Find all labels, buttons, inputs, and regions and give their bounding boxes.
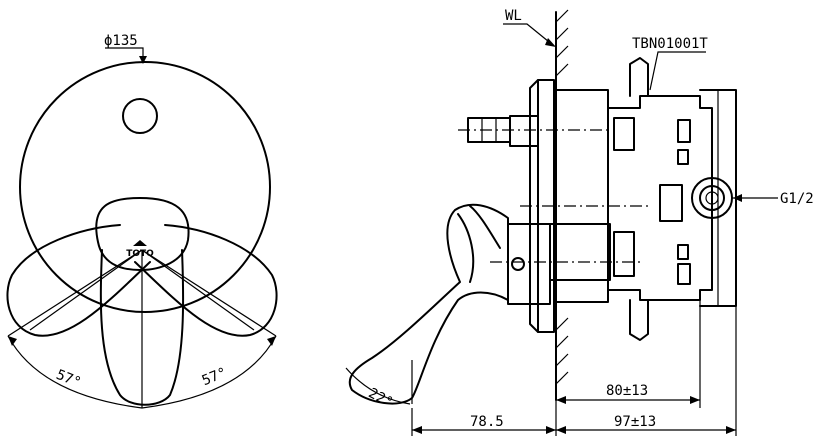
body-flange <box>555 89 609 303</box>
angle-line-left <box>7 249 143 337</box>
valve-body-inner <box>613 117 635 277</box>
dim-total-label: 97±13 <box>614 414 656 430</box>
handle <box>348 203 509 405</box>
diameter-leader <box>105 47 144 62</box>
handle-angle-label: 22° <box>366 385 396 411</box>
part-label: TBN01001T <box>632 36 708 52</box>
angle-right-label: 57° <box>200 365 229 389</box>
angle-arc <box>7 335 277 409</box>
front-view: TOTO 57° 57° ϕ135 <box>6 33 278 409</box>
top-boss <box>629 57 649 97</box>
lever-left <box>6 224 151 337</box>
set-screw <box>511 257 525 271</box>
logo-text: TOTO <box>126 249 154 259</box>
valve-body <box>607 95 713 301</box>
wl-arrow <box>545 38 556 47</box>
arc-arrow-right <box>267 336 276 346</box>
spindle-inner <box>509 115 539 147</box>
diameter-arrow <box>139 56 147 64</box>
thread-label: G1/2 <box>780 191 814 207</box>
wall-hatch <box>555 9 569 385</box>
handle-angle-arc <box>345 367 411 405</box>
angle-line-left-b <box>29 249 143 331</box>
bottom-boss <box>629 299 649 341</box>
angle-line-right-b <box>141 249 255 331</box>
dim-depth-label: 80±13 <box>606 383 648 399</box>
angle-line-right <box>141 249 277 337</box>
diameter-label: ϕ135 <box>104 33 138 49</box>
logo-mark <box>133 240 147 246</box>
wl-leader <box>503 23 555 47</box>
lever-down <box>99 249 185 406</box>
wall-label: WL <box>505 8 522 24</box>
plate-hole <box>122 98 158 134</box>
dim-handle-label: 78.5 <box>470 414 504 430</box>
thread-arrow <box>733 194 742 202</box>
escutcheon-plate <box>19 61 271 313</box>
part-leader <box>649 51 706 91</box>
lever-head <box>95 197 190 271</box>
outlet-inner <box>699 185 725 211</box>
arc-arrow-left <box>8 336 17 346</box>
side-view: WL <box>345 8 814 436</box>
angle-left-label: 57° <box>54 367 83 391</box>
lever-right <box>134 224 278 337</box>
